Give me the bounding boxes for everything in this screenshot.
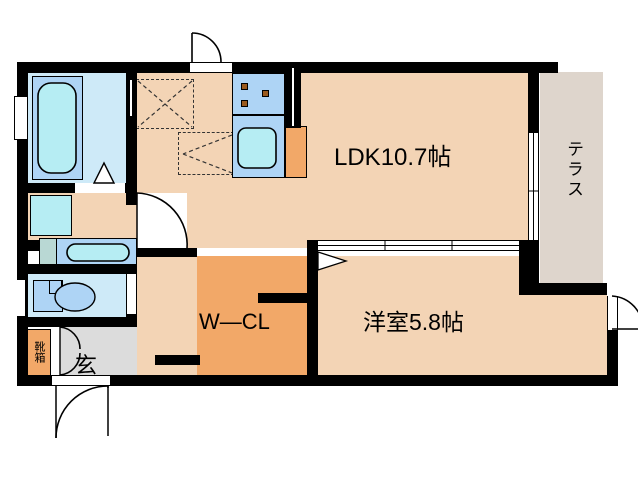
- wall-right-lower: [607, 330, 618, 386]
- shoe-closet-door-swing: [59, 326, 81, 376]
- stove-burner-2: [262, 90, 269, 97]
- stove-burner-3: [241, 100, 248, 107]
- wall-bathroom-right: [126, 62, 137, 183]
- toilet-bowl: [54, 282, 96, 312]
- toilet-door-opening[interactable]: [126, 274, 137, 314]
- hall-door-opening[interactable]: [137, 193, 187, 249]
- wall-wcl-right: [307, 248, 318, 375]
- stove-top: [232, 73, 285, 115]
- wall-bathroom-right-gap: [130, 80, 132, 116]
- refrigerator-space: [285, 126, 307, 178]
- bedroom-east-door-swing: [611, 295, 638, 330]
- wall-hall-left-upper: [126, 183, 137, 205]
- genkan-hall-floor: [137, 327, 197, 375]
- vanity-basin: [66, 243, 130, 262]
- walk-in-closet: [197, 256, 307, 375]
- bathroom-door-swing: [92, 161, 116, 184]
- wall-bedroom-notch: [519, 283, 607, 295]
- ldk-top-door-opening[interactable]: [190, 62, 232, 73]
- bedroom-floor: [318, 256, 519, 375]
- wall-toilet-bottom: [17, 317, 137, 327]
- entrance-door-leaf: [55, 386, 57, 438]
- wcl-inner-wall: [258, 293, 307, 303]
- wall-toilet-top: [17, 264, 137, 274]
- kitchen-partition-gap: [292, 68, 294, 126]
- shoe-cabinet-label: 靴箱: [33, 341, 45, 363]
- bedroom-label: 洋室5.8帖: [363, 309, 464, 335]
- shoe-cabinet: [27, 329, 51, 376]
- storage-x-lines: [137, 80, 193, 128]
- washing-machine-space: [30, 195, 72, 236]
- genkan-label: 玄: [75, 353, 98, 378]
- stove-burner-1: [241, 83, 248, 90]
- entrance-door-swing: [55, 385, 109, 439]
- storage-triangle-lines: [182, 134, 233, 174]
- wall-hall-ldk: [137, 248, 197, 257]
- wall-left: [17, 62, 28, 386]
- bedroom-east-door-opening[interactable]: [607, 296, 618, 330]
- wcl-label: W—CL: [199, 309, 270, 334]
- bedroom-entry-door-marker: [317, 251, 349, 271]
- hall-door-swing: [136, 192, 188, 250]
- wall-bottom: [17, 375, 618, 386]
- entrance-door-opening[interactable]: [52, 375, 110, 386]
- ldk-top-door-swing: [191, 32, 222, 63]
- bathroom-window: [14, 96, 28, 140]
- bedroom-floor-east: [519, 295, 607, 375]
- bathtub: [37, 82, 77, 174]
- wcl-inner-wall-left: [155, 355, 200, 365]
- terrace-sliding-door-lines: [529, 133, 538, 247]
- bathroom-door-opening[interactable]: [75, 183, 125, 193]
- genkan-floor: [60, 327, 137, 375]
- terrace-label: テラス: [564, 140, 583, 200]
- ldk-bedroom-sliding-lines: [318, 240, 519, 251]
- toilet-window: [14, 280, 26, 316]
- vanity-side-block: [39, 238, 57, 266]
- kitchen-sink-basin: [237, 127, 277, 169]
- ldk-label: LDK10.7帖: [334, 144, 452, 171]
